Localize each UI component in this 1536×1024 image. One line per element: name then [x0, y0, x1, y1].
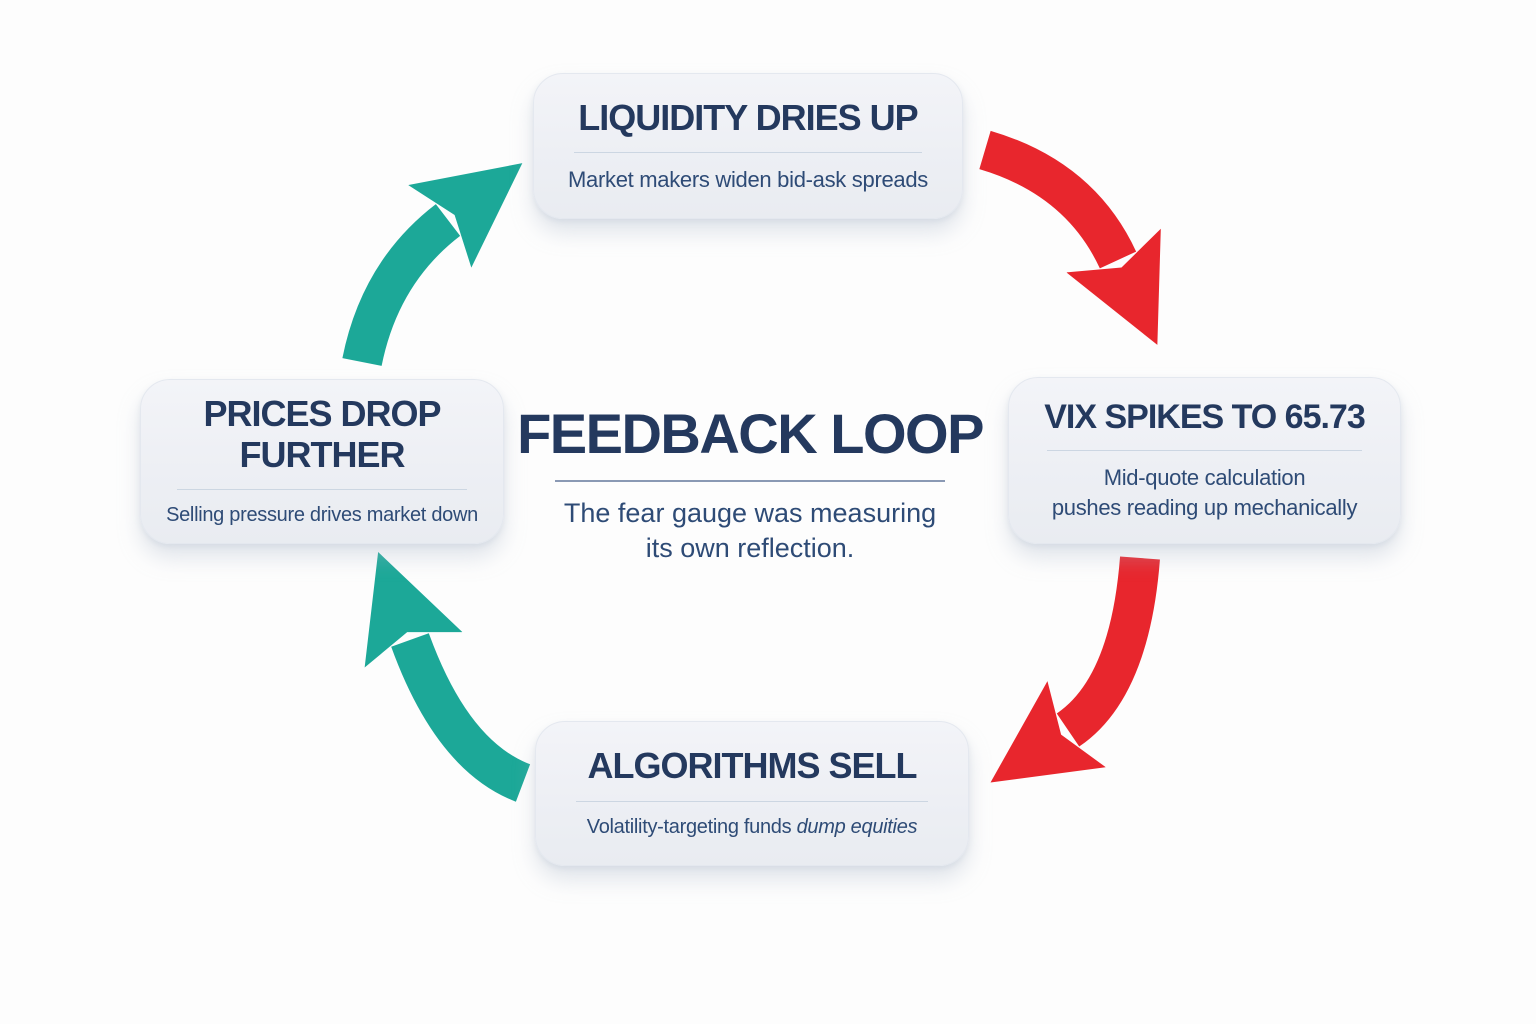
node-liquidity-dries-up: LIQUIDITY DRIES UP Market makers widen b…: [533, 73, 963, 219]
node-title: ALGORITHMS SELL: [587, 745, 918, 787]
node-prices-drop-further: PRICES DROP FURTHER Selling pressure dri…: [140, 379, 504, 544]
node-subtitle-text: Volatility-targeting funds: [586, 815, 797, 838]
node-divider: [176, 488, 468, 490]
node-subtitle-line2: pushes reading up mechanically: [1051, 495, 1358, 521]
arrow-left-to-top-icon: [342, 163, 523, 367]
center-block: FEEDBACK LOOP The fear gauge was measuri…: [510, 406, 990, 566]
node-algorithms-sell: ALGORITHMS SELL Volatility-targeting fun…: [535, 721, 969, 866]
center-divider: [555, 480, 945, 482]
arrow-top-to-right-icon: [979, 130, 1161, 345]
node-subtitle: Volatility-targeting funds dump equities: [586, 814, 918, 841]
node-title-line1: PRICES DROP: [203, 393, 441, 435]
node-title: VIX SPIKES TO 65.73: [1044, 398, 1366, 437]
diagram-subtitle: The fear gauge was measuring its own ref…: [564, 496, 936, 566]
node-divider: [573, 151, 923, 153]
diagram-subtitle-line2: its own reflection.: [645, 533, 855, 564]
node-subtitle: Mid-quote calculation pushes reading up …: [1051, 463, 1358, 522]
diagram-subtitle-line1: The fear gauge was measuring: [563, 498, 937, 528]
node-title: LIQUIDITY DRIES UP: [578, 96, 918, 138]
diagram-title: FEEDBACK LOOP: [517, 402, 984, 465]
node-subtitle: Selling pressure drives market down: [166, 503, 478, 526]
node-divider: [1046, 450, 1363, 452]
node-subtitle: Market makers widen bid-ask spreads: [568, 166, 928, 192]
node-subtitle-emphasis: dump equities: [796, 815, 918, 838]
node-title-line2: FURTHER: [239, 433, 406, 475]
node-divider: [576, 800, 928, 802]
arrow-bottom-to-left-icon: [364, 551, 531, 802]
arrow-right-to-bottom-icon: [990, 556, 1160, 783]
node-vix-spikes: VIX SPIKES TO 65.73 Mid-quote calculatio…: [1008, 377, 1401, 544]
node-subtitle-line1: Mid-quote calculation: [1103, 465, 1306, 491]
node-title: PRICES DROP FURTHER: [203, 393, 441, 475]
